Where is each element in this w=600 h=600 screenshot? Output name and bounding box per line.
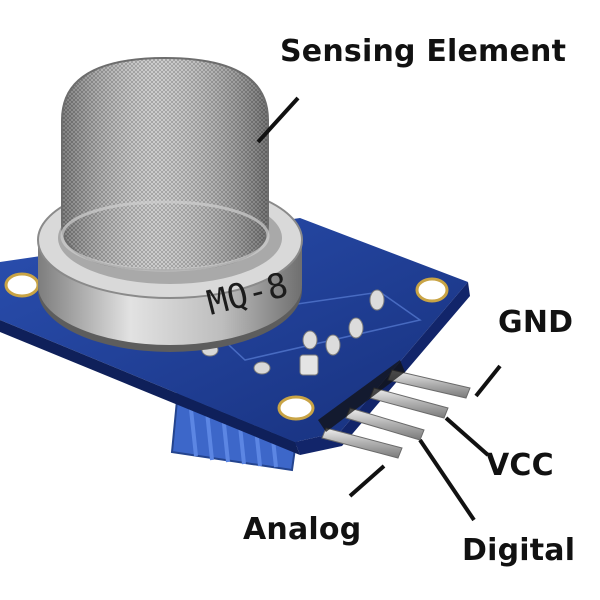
mounting-hole (415, 277, 449, 303)
vcc-label: VCC (486, 448, 554, 483)
pin-vcc (369, 387, 449, 419)
mounting-hole (4, 272, 40, 298)
gnd-label: GND (498, 305, 574, 340)
gnd-pointer (474, 364, 502, 398)
analog-label: Analog (243, 512, 362, 547)
pin-header-base (318, 360, 405, 432)
pin-analog (321, 427, 403, 459)
vcc-pointer (444, 416, 490, 457)
analog-pointer (348, 464, 386, 498)
header-pins (318, 360, 471, 459)
digital-label: Digital (462, 533, 576, 568)
pointer-lines (256, 96, 502, 522)
sensing-pointer (256, 96, 300, 144)
sensing-element-label: Sensing Element (280, 34, 567, 69)
mounting-hole (277, 395, 315, 421)
digital-pointer (418, 438, 476, 522)
sensing-element-cap (60, 56, 270, 272)
